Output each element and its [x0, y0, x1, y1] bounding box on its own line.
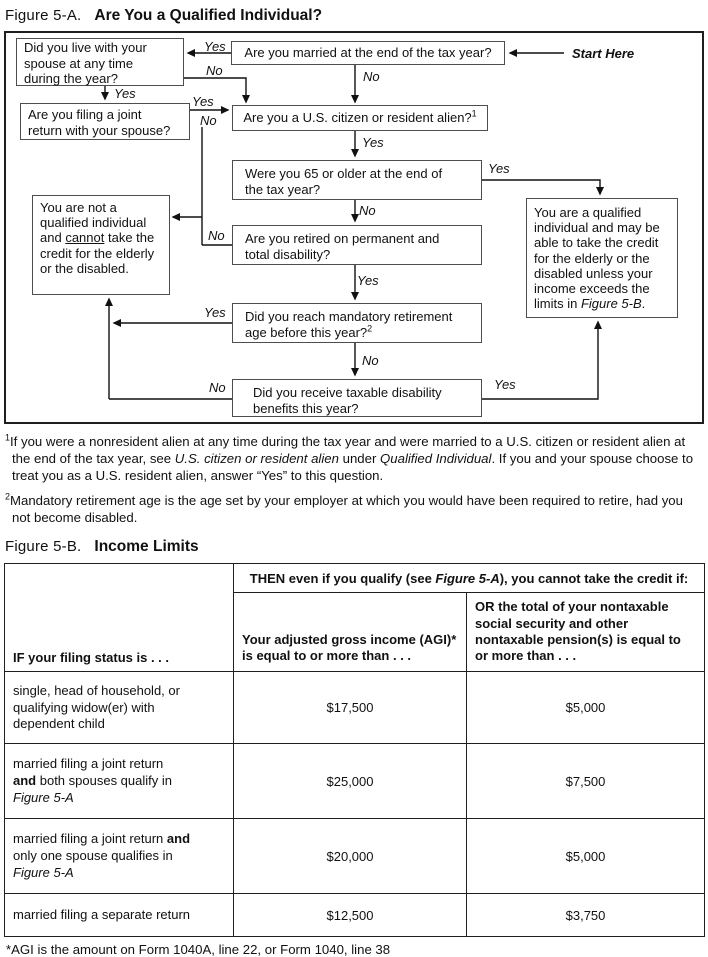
figure-5a-heading: Figure 5-A. Are You a Qualified Individu… [5, 7, 704, 25]
header-filing-status: IF your filing status is . . . [4, 563, 234, 673]
footnote-1-text-c: . If you and your spouse choose to treat… [12, 450, 694, 483]
status-text-b: only one spouse qualifies in [13, 848, 173, 863]
income-limits-table: IF your filing status is . . . THEN even… [4, 563, 706, 938]
label-yes: Yes [204, 39, 226, 54]
citizen-question: Are you a U.S. citizen or resident alien… [243, 110, 472, 125]
footnote-1: 1If you were a nonresident alien at any … [5, 432, 703, 485]
footnote-2-marker: 2 [367, 323, 373, 334]
status-text-a: married filing a joint return [13, 756, 164, 772]
table-row: married filing a separate return $12,500… [4, 893, 706, 938]
label-no: No [362, 353, 379, 368]
footnote-1-sup: 1 [5, 432, 11, 443]
not-qualified-cannot: cannot [65, 230, 105, 246]
flowchart-box-not-qualified: You are not a qualified individual and c… [32, 195, 170, 295]
footnote-2-sup: 2 [5, 491, 11, 502]
qualified-text-2: . [641, 296, 646, 312]
table-row: married filing a joint return and only o… [4, 818, 706, 895]
status-bold-and: and [166, 831, 191, 847]
figure-5a-title: Are You a Qualified Individual? [94, 7, 323, 24]
label-yes: Yes [357, 273, 379, 288]
footnote-2: 2Mandatory retirement age is the age set… [5, 491, 703, 527]
benefits-yes-arrow [482, 320, 602, 400]
then-figure-ref: Figure 5-A [435, 570, 500, 586]
live-no-arrow [184, 77, 250, 104]
status-figure-ref: Figure 5-A [13, 789, 74, 805]
status-cell: married filing a joint return and only o… [4, 818, 234, 895]
flowchart-box-live-with-spouse: Did you live with your spouse at any tim… [16, 38, 184, 86]
flowchart-connectors [101, 49, 604, 400]
label-no: No [363, 69, 380, 84]
footnote-1-marker: 1 [471, 108, 477, 119]
footnote-1-italic-b: Qualified Individual [380, 450, 492, 466]
not-qualified-text-2: take the credit for the elderly or the d… [40, 230, 155, 276]
flowchart-box-age-65: Were you 65 or older at the end of the t… [232, 160, 482, 200]
flowchart-box-joint-return: Are you filing a joint return with your … [20, 103, 190, 140]
status-text-a: married filing a joint return [13, 831, 167, 847]
status-text-b: both spouses qualify in [39, 773, 172, 788]
pension-cell: $5,000 [465, 671, 706, 745]
agi-cell: $25,000 [233, 743, 467, 820]
status-bold-and: and [13, 773, 37, 788]
figure-5a-footnotes: 1If you were a nonresident alien at any … [5, 432, 703, 527]
footnote-2-text: Mandatory retirement age is the age set … [10, 492, 683, 525]
label-yes: Yes [204, 305, 226, 320]
status-figure-ref: Figure 5-A [13, 864, 74, 880]
flowchart-box-married: Are you married at the end of the tax ye… [231, 41, 505, 65]
header-pension-column: OR the total of your nontaxable social s… [465, 592, 706, 673]
footnote-1-text-b: under [338, 450, 381, 466]
age65-yes-arrow [482, 179, 604, 196]
label-yes: Yes [362, 135, 384, 150]
qualified-individual-flowchart: Did you live with your spouse at any tim… [4, 31, 704, 424]
label-yes: Yes [488, 161, 510, 176]
mandatory-question: Did you reach mandatory retirement age b… [245, 309, 453, 340]
then-text-a: THEN even if you qualify (see [249, 570, 436, 586]
flowchart-box-qualified: You are a qualified individual and may b… [526, 198, 678, 318]
header-agi-column: Your adjusted gross income (AGI)* is equ… [233, 592, 467, 673]
header-then-qualify: THEN even if you qualify (see Figure 5-A… [232, 563, 706, 594]
label-no: No [359, 203, 376, 218]
label-no: No [200, 113, 217, 128]
table-header-row-1: IF your filing status is . . . THEN even… [4, 563, 706, 673]
figure-5b-heading: Figure 5-B. Income Limits [5, 538, 704, 556]
status-cell: married filing a separate return [4, 893, 234, 938]
agi-cell: $17,500 [233, 671, 467, 745]
agi-footnote: *AGI is the amount on Form 1040A, line 2… [6, 942, 391, 957]
agi-cell: $12,500 [233, 893, 467, 938]
figure-5b-title: Income Limits [94, 538, 199, 556]
label-no: No [206, 63, 223, 78]
status-cell: single, head of household, or qualifying… [4, 671, 234, 745]
figure-5a-label: Figure 5-A. [5, 7, 82, 24]
footnote-1-italic-a: U.S. citizen or resident alien [174, 450, 339, 466]
label-yes: Yes [114, 86, 136, 101]
table-row: married filing a joint return and both s… [4, 743, 706, 820]
not-qualified-text-1: You are not a qualified individual and [40, 200, 147, 246]
pension-cell: $3,750 [465, 893, 706, 938]
label-yes: Yes [494, 377, 516, 392]
label-no: No [209, 380, 226, 395]
label-no: No [208, 228, 225, 243]
status-cell: married filing a joint return and both s… [4, 743, 234, 820]
label-yes: Yes [192, 94, 214, 109]
qualified-text-1: You are a qualified individual and may b… [534, 205, 660, 312]
table-row: single, head of household, or qualifying… [4, 671, 706, 745]
agi-cell: $20,000 [233, 818, 467, 895]
figure-5b-label: Figure 5-B. [5, 538, 82, 556]
pension-cell: $7,500 [465, 743, 706, 820]
footnote-1-text-a: If you were a nonresident alien at any t… [10, 434, 686, 466]
flowchart-box-mandatory-retirement: Did you reach mandatory retirement age b… [232, 303, 482, 343]
flowchart-box-taxable-benefits: Did you receive taxable disability benef… [232, 379, 482, 417]
label-start-here: Start Here [572, 46, 635, 61]
qualified-figure-ref: Figure 5-B [580, 296, 642, 312]
flowchart-box-citizen: Are you a U.S. citizen or resident alien… [232, 105, 488, 131]
then-text-b: ), you cannot take the credit if: [499, 570, 689, 586]
pension-cell: $5,000 [465, 818, 706, 895]
flowchart-box-retired: Are you retired on permanent and total d… [232, 225, 482, 265]
table-header-row-2: Your adjusted gross income (AGI)* is equ… [5, 592, 706, 673]
